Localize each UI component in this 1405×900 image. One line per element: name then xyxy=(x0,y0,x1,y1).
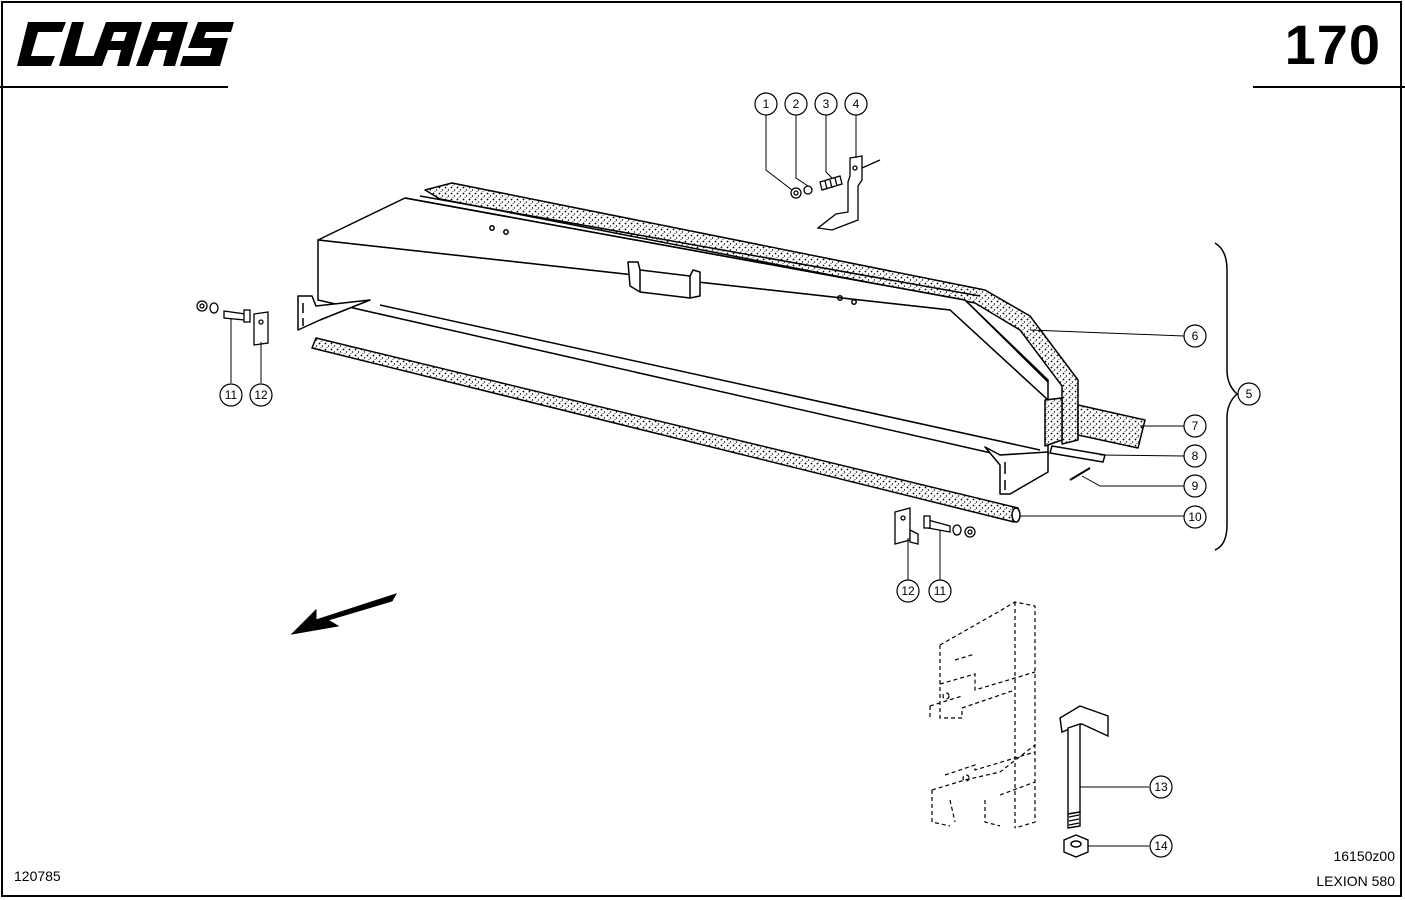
pin-13-shaft xyxy=(1067,723,1081,815)
bolt-11-bottom xyxy=(927,519,951,533)
cover-handle xyxy=(627,261,701,299)
pin-13-head xyxy=(1059,705,1109,738)
washer-bottom xyxy=(952,524,962,536)
washer-2 xyxy=(803,185,813,195)
page-number-underline xyxy=(1253,86,1405,88)
strip-8 xyxy=(1049,445,1106,463)
bolt-11-left xyxy=(223,310,246,321)
pin-9 xyxy=(1069,467,1091,481)
seal-strip-7 xyxy=(1077,404,1146,449)
clip-4 xyxy=(816,155,863,231)
seal-end-block xyxy=(1044,397,1063,447)
claas-logo xyxy=(17,22,234,66)
logo-underline xyxy=(0,86,228,88)
right-mount-bracket xyxy=(984,446,1049,495)
machine-frame-dashed xyxy=(929,601,1036,829)
washer-left xyxy=(209,302,219,314)
plate-12-left xyxy=(253,311,269,346)
direction-arrow xyxy=(290,593,398,635)
part-code: 16150z00 xyxy=(1333,848,1395,864)
model-name: LEXION 580 xyxy=(1316,873,1395,889)
document-number: 120785 xyxy=(14,868,61,884)
page-number: 170 xyxy=(1284,13,1381,76)
assembly-brace xyxy=(1214,242,1239,551)
left-mount-bracket xyxy=(297,295,371,331)
